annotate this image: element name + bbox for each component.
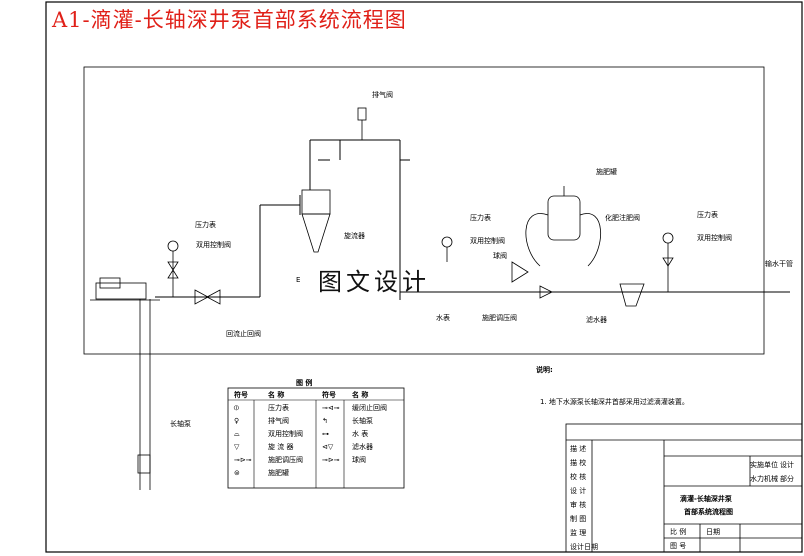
title-left-label: 监 理	[570, 528, 586, 537]
label-dual-valve-2: 双用控制阀	[470, 236, 505, 245]
label-sand-separator: 旋流器	[344, 231, 365, 240]
legend-cell: 施肥调压阀	[268, 455, 303, 464]
title-left-label: 制 图	[570, 514, 586, 523]
legend-cell: ⊸⊳⊸	[322, 456, 340, 464]
label-fertilizer-tank: 施肥罐	[596, 167, 617, 176]
legend-header: 名 称	[268, 390, 284, 399]
title-top-1b: 设计	[780, 460, 794, 469]
title-top-2b: 部分	[780, 474, 794, 483]
legend-cell: ↰	[322, 417, 328, 425]
label-well-pump: 长轴泵	[170, 419, 191, 428]
title-left-label: 设计日期	[570, 542, 598, 551]
notes-title: 说明:	[536, 365, 553, 374]
legend-cell: 长轴泵	[352, 416, 373, 425]
legend-table	[227, 387, 405, 489]
label-pressure-gauge-2: 压力表	[470, 213, 491, 222]
label-mark-e: E	[296, 276, 300, 284]
legend-cell: 旋 流 器	[268, 442, 293, 451]
fertilizer-tank-icon	[525, 186, 601, 267]
gauge-valve-2	[441, 236, 553, 299]
legend-cell: ⊸⊲⊸	[322, 404, 340, 412]
legend-title: 图 例	[296, 378, 312, 387]
legend-header: 符号	[234, 390, 248, 399]
process-frame	[83, 66, 765, 355]
bottom-scale: 比 例	[670, 527, 686, 536]
label-pressure-valve: 施肥调压阀	[482, 313, 517, 322]
legend-cell: ⦶	[234, 404, 239, 412]
label-small-valve: 球阀	[493, 251, 507, 260]
legend-cell: 缓闭止回阀	[352, 403, 387, 412]
legend-cell: 排气阀	[268, 416, 289, 425]
notes-line-1: 1. 地下水源泵长轴深井首部采用过滤滴灌装置。	[540, 397, 689, 406]
legend-cell: ⊜	[234, 469, 240, 477]
title-left-label: 描 校	[570, 458, 586, 467]
gauge-valve-1	[167, 240, 221, 305]
legend-cell: ♀	[234, 417, 239, 425]
watermark-text: 图文设计	[318, 268, 430, 296]
label-water-meter: 水表	[436, 313, 450, 322]
exhaust-valve-icon	[357, 107, 367, 140]
sand-separator-icon	[301, 189, 331, 253]
title-left-label: 审 核	[570, 500, 586, 509]
pump-unit	[90, 277, 160, 490]
title-left-label: 描 述	[570, 444, 586, 453]
label-pressure-gauge-3: 压力表	[697, 210, 718, 219]
legend-cell: 压力表	[268, 403, 289, 412]
gauge-valve-3	[662, 232, 674, 292]
legend-cell: 滤水器	[352, 442, 373, 451]
label-check-valve-chem: 化肥注肥阀	[605, 213, 640, 222]
main-pipeline	[155, 139, 790, 300]
legend-cell: ⊸⊳⊸	[234, 456, 252, 464]
drawing-title-2: 首部系统流程图	[684, 507, 733, 516]
legend-cell: ⊶	[322, 430, 329, 438]
title-top-1a: 实施单位	[750, 460, 778, 469]
title-left-label: 设 计	[570, 486, 586, 495]
label-dual-valve-1: 双用控制阀	[196, 240, 231, 249]
legend-cells: 符号 名 称 符号 名 称 ⦶ 压力表 ⊸⊲⊸ 缓闭止回阀 ♀ 排气阀 ↰ 长轴泵 ⌓ 双用控制阀 ⊶ 水 表…	[234, 390, 387, 477]
label-dual-valve-3: 双用控制阀	[697, 233, 732, 242]
label-main-line: 输水干管	[765, 259, 793, 268]
banner-title: A1-滴灌-长轴深井泵首部系统流程图	[52, 8, 407, 32]
title-left-label: 校 核	[570, 472, 586, 481]
drawing-title-1: 滴灌-长轴深井泵	[680, 494, 732, 503]
legend-header: 符号	[322, 390, 336, 399]
legend-cell: 双用控制阀	[268, 429, 303, 438]
label-backflow-valve: 回流止回阀	[226, 329, 261, 338]
label-pressure-gauge-1: 压力表	[195, 220, 216, 229]
screen-filter-icon	[619, 283, 645, 307]
legend-cell: ⊲▽	[322, 443, 334, 451]
title-top-2a: 水力机械	[750, 474, 778, 483]
label-screen-filter: 滤水器	[586, 315, 607, 324]
legend-cell: ▽	[234, 443, 240, 451]
sheet-border	[45, 1, 803, 553]
label-exhaust-valve: 排气阀	[372, 90, 393, 99]
bottom-date: 日期	[706, 528, 720, 536]
bottom-drawing-number: 图 号	[670, 542, 686, 550]
legend-cell: 水 表	[352, 429, 368, 438]
title-block	[565, 423, 803, 553]
legend-cell: 球阀	[352, 455, 366, 464]
legend-cell: ⌓	[234, 430, 240, 438]
legend-cell: 施肥罐	[268, 468, 289, 477]
legend-header: 名 称	[352, 390, 368, 399]
